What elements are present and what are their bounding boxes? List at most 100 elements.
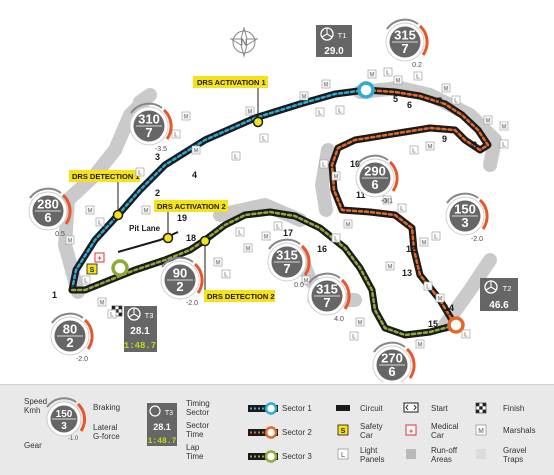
svg-text:L: L — [334, 236, 338, 242]
svg-text:L: L — [386, 70, 390, 76]
svg-text:1:48.7: 1:48.7 — [148, 437, 177, 446]
svg-text:L: L — [338, 108, 342, 114]
svg-text:L: L — [454, 98, 458, 104]
marshal-badge: M — [499, 121, 509, 131]
svg-text:L: L — [138, 170, 142, 176]
svg-text:M: M — [184, 114, 189, 120]
svg-text:0.2: 0.2 — [412, 62, 422, 69]
svg-text:315: 315 — [394, 28, 416, 43]
turn-1: 1 — [52, 290, 57, 300]
svg-text:-3.5: -3.5 — [155, 146, 167, 153]
legend-safety-car-label: Safety Car — [360, 422, 383, 440]
legend-finish-icon — [475, 402, 487, 414]
svg-text:4.0: 4.0 — [334, 316, 344, 323]
legend-medical-icon: + — [405, 424, 417, 436]
marshal-badge: M — [483, 115, 493, 125]
medical-car-icon: + — [94, 252, 105, 263]
legend-medical-car-label: Medical Car — [431, 422, 459, 440]
svg-text:M: M — [334, 174, 339, 180]
svg-text:M: M — [370, 72, 375, 78]
svg-text:-2.0: -2.0 — [471, 236, 483, 243]
svg-text:270: 270 — [381, 351, 403, 366]
svg-text:M: M — [302, 94, 307, 100]
turn-6: 6 — [407, 100, 412, 110]
speed-gauge-g9: 802-2.0 — [50, 312, 94, 363]
marshal-badge: M — [435, 293, 445, 303]
svg-text:T3: T3 — [165, 410, 173, 417]
turn-15: 15 — [428, 319, 438, 329]
svg-text:90: 90 — [173, 266, 187, 281]
light-badge: L — [135, 167, 145, 177]
svg-text:290: 290 — [364, 164, 386, 179]
svg-text:L: L — [276, 224, 280, 230]
light-badge: L — [107, 309, 117, 319]
marshal-badge: M — [415, 339, 425, 349]
turn-12: 12 — [406, 244, 416, 254]
marshal-badge: M — [191, 145, 201, 155]
svg-text:M: M — [68, 238, 73, 244]
light-badge: L — [431, 231, 441, 241]
drs-detection-2: DRS DETECTION 2 — [204, 245, 275, 302]
svg-text:L: L — [84, 278, 88, 284]
svg-text:7: 7 — [145, 125, 152, 140]
svg-text:280: 280 — [37, 197, 59, 212]
light-badge: L — [231, 151, 241, 161]
svg-text:L: L — [224, 272, 228, 278]
svg-text:L: L — [110, 312, 114, 318]
timing-t2: T2 46.6 — [480, 278, 518, 311]
sector3-marker — [111, 259, 129, 277]
marshal-badge: M — [261, 231, 271, 241]
light-badge: L — [259, 133, 269, 143]
marshal-badge: M — [343, 219, 353, 229]
legend-panel: 150 3 -1.0 T3 28.1 1:48.7 — [0, 384, 554, 475]
legend-sector1-label: Sector 1 — [282, 404, 312, 413]
turn-18: 18 — [186, 233, 196, 243]
svg-text:-2.0: -2.0 — [76, 356, 88, 363]
legend-sector3-label: Sector 3 — [282, 452, 312, 461]
svg-text:L: L — [174, 132, 178, 138]
svg-text:L: L — [318, 110, 322, 116]
legend-sector2 — [248, 426, 278, 439]
marshal-badge: M — [141, 205, 151, 215]
legend-safety-car-icon: S — [337, 424, 349, 436]
turn-17: 17 — [283, 228, 293, 238]
svg-text:M: M — [444, 86, 449, 92]
svg-text:L: L — [238, 230, 242, 236]
marshal-badge: M — [382, 195, 392, 205]
svg-text:2: 2 — [66, 335, 73, 350]
legend-graphics: 150 3 -1.0 T3 28.1 1:48.7 — [46, 397, 487, 463]
turn-4: 4 — [192, 170, 197, 180]
svg-text:7: 7 — [283, 261, 290, 276]
svg-text:7: 7 — [323, 295, 330, 310]
svg-text:315: 315 — [276, 248, 298, 263]
light-badge: L — [451, 95, 461, 105]
legend-gauge: 150 3 -1.0 — [46, 397, 87, 442]
svg-text:M: M — [502, 124, 507, 130]
marshal-badge: M — [393, 75, 403, 85]
legend-lateral: Lateral G-force — [93, 423, 120, 441]
light-badge: L — [221, 269, 231, 279]
light-badge: L — [235, 227, 245, 237]
turn-11: 11 — [356, 190, 366, 200]
svg-text:M: M — [194, 148, 199, 154]
svg-text:S: S — [90, 267, 95, 274]
svg-text:L: L — [416, 74, 420, 80]
svg-text:N: N — [240, 38, 247, 49]
svg-text:315: 315 — [316, 282, 338, 297]
svg-text:M: M — [248, 109, 253, 115]
svg-text:M: M — [216, 260, 221, 266]
light-badge: L — [273, 221, 283, 231]
svg-text:S: S — [341, 428, 346, 435]
safety-car-icon: S — [86, 263, 98, 275]
turn-5: 5 — [393, 94, 398, 104]
svg-text:150: 150 — [454, 202, 476, 217]
light-badge: L — [95, 217, 105, 227]
svg-text:L: L — [352, 334, 356, 340]
svg-text:M: M — [422, 240, 427, 246]
legend-sector1 — [248, 402, 278, 415]
legend-light-panels-label: Light Panels — [360, 446, 385, 464]
svg-text:M: M — [438, 296, 443, 302]
